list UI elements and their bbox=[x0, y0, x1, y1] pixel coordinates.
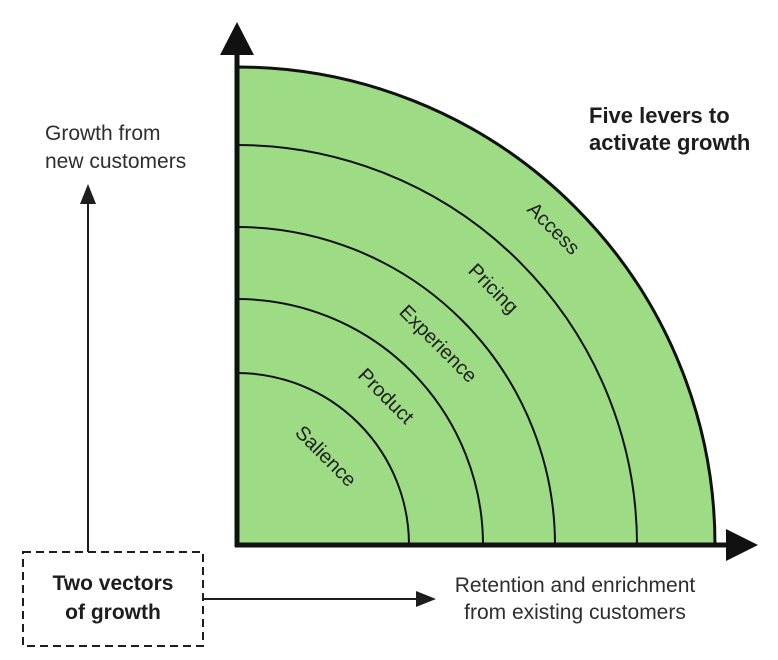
ring-arc-product bbox=[236, 298, 484, 546]
y-axis-arrowhead bbox=[220, 22, 254, 55]
ring-arc-access bbox=[235, 65, 717, 547]
x-axis-arrowhead bbox=[726, 529, 758, 561]
ring-arc-salience bbox=[236, 372, 410, 546]
ring-arc-pricing bbox=[236, 144, 638, 546]
vector-right-arrowhead bbox=[416, 591, 436, 607]
two-vectors-box-line2: of growth bbox=[65, 601, 161, 624]
y-axis-label-line2: new customers bbox=[45, 150, 186, 173]
y-axis-label-line1: Growth from bbox=[45, 122, 161, 145]
vector-up-arrowhead bbox=[80, 184, 96, 204]
two-vectors-box-line1: Two vectors bbox=[53, 572, 174, 595]
diagram-title-line1: Five levers to bbox=[589, 103, 730, 128]
diagram-title-line2: activate growth bbox=[589, 130, 750, 155]
x-axis-label-line2: from existing customers bbox=[464, 601, 686, 624]
ring-arc-experience bbox=[236, 226, 556, 546]
x-axis-label-line1: Retention and enrichment bbox=[455, 574, 696, 597]
two-vectors-box bbox=[22, 551, 204, 647]
